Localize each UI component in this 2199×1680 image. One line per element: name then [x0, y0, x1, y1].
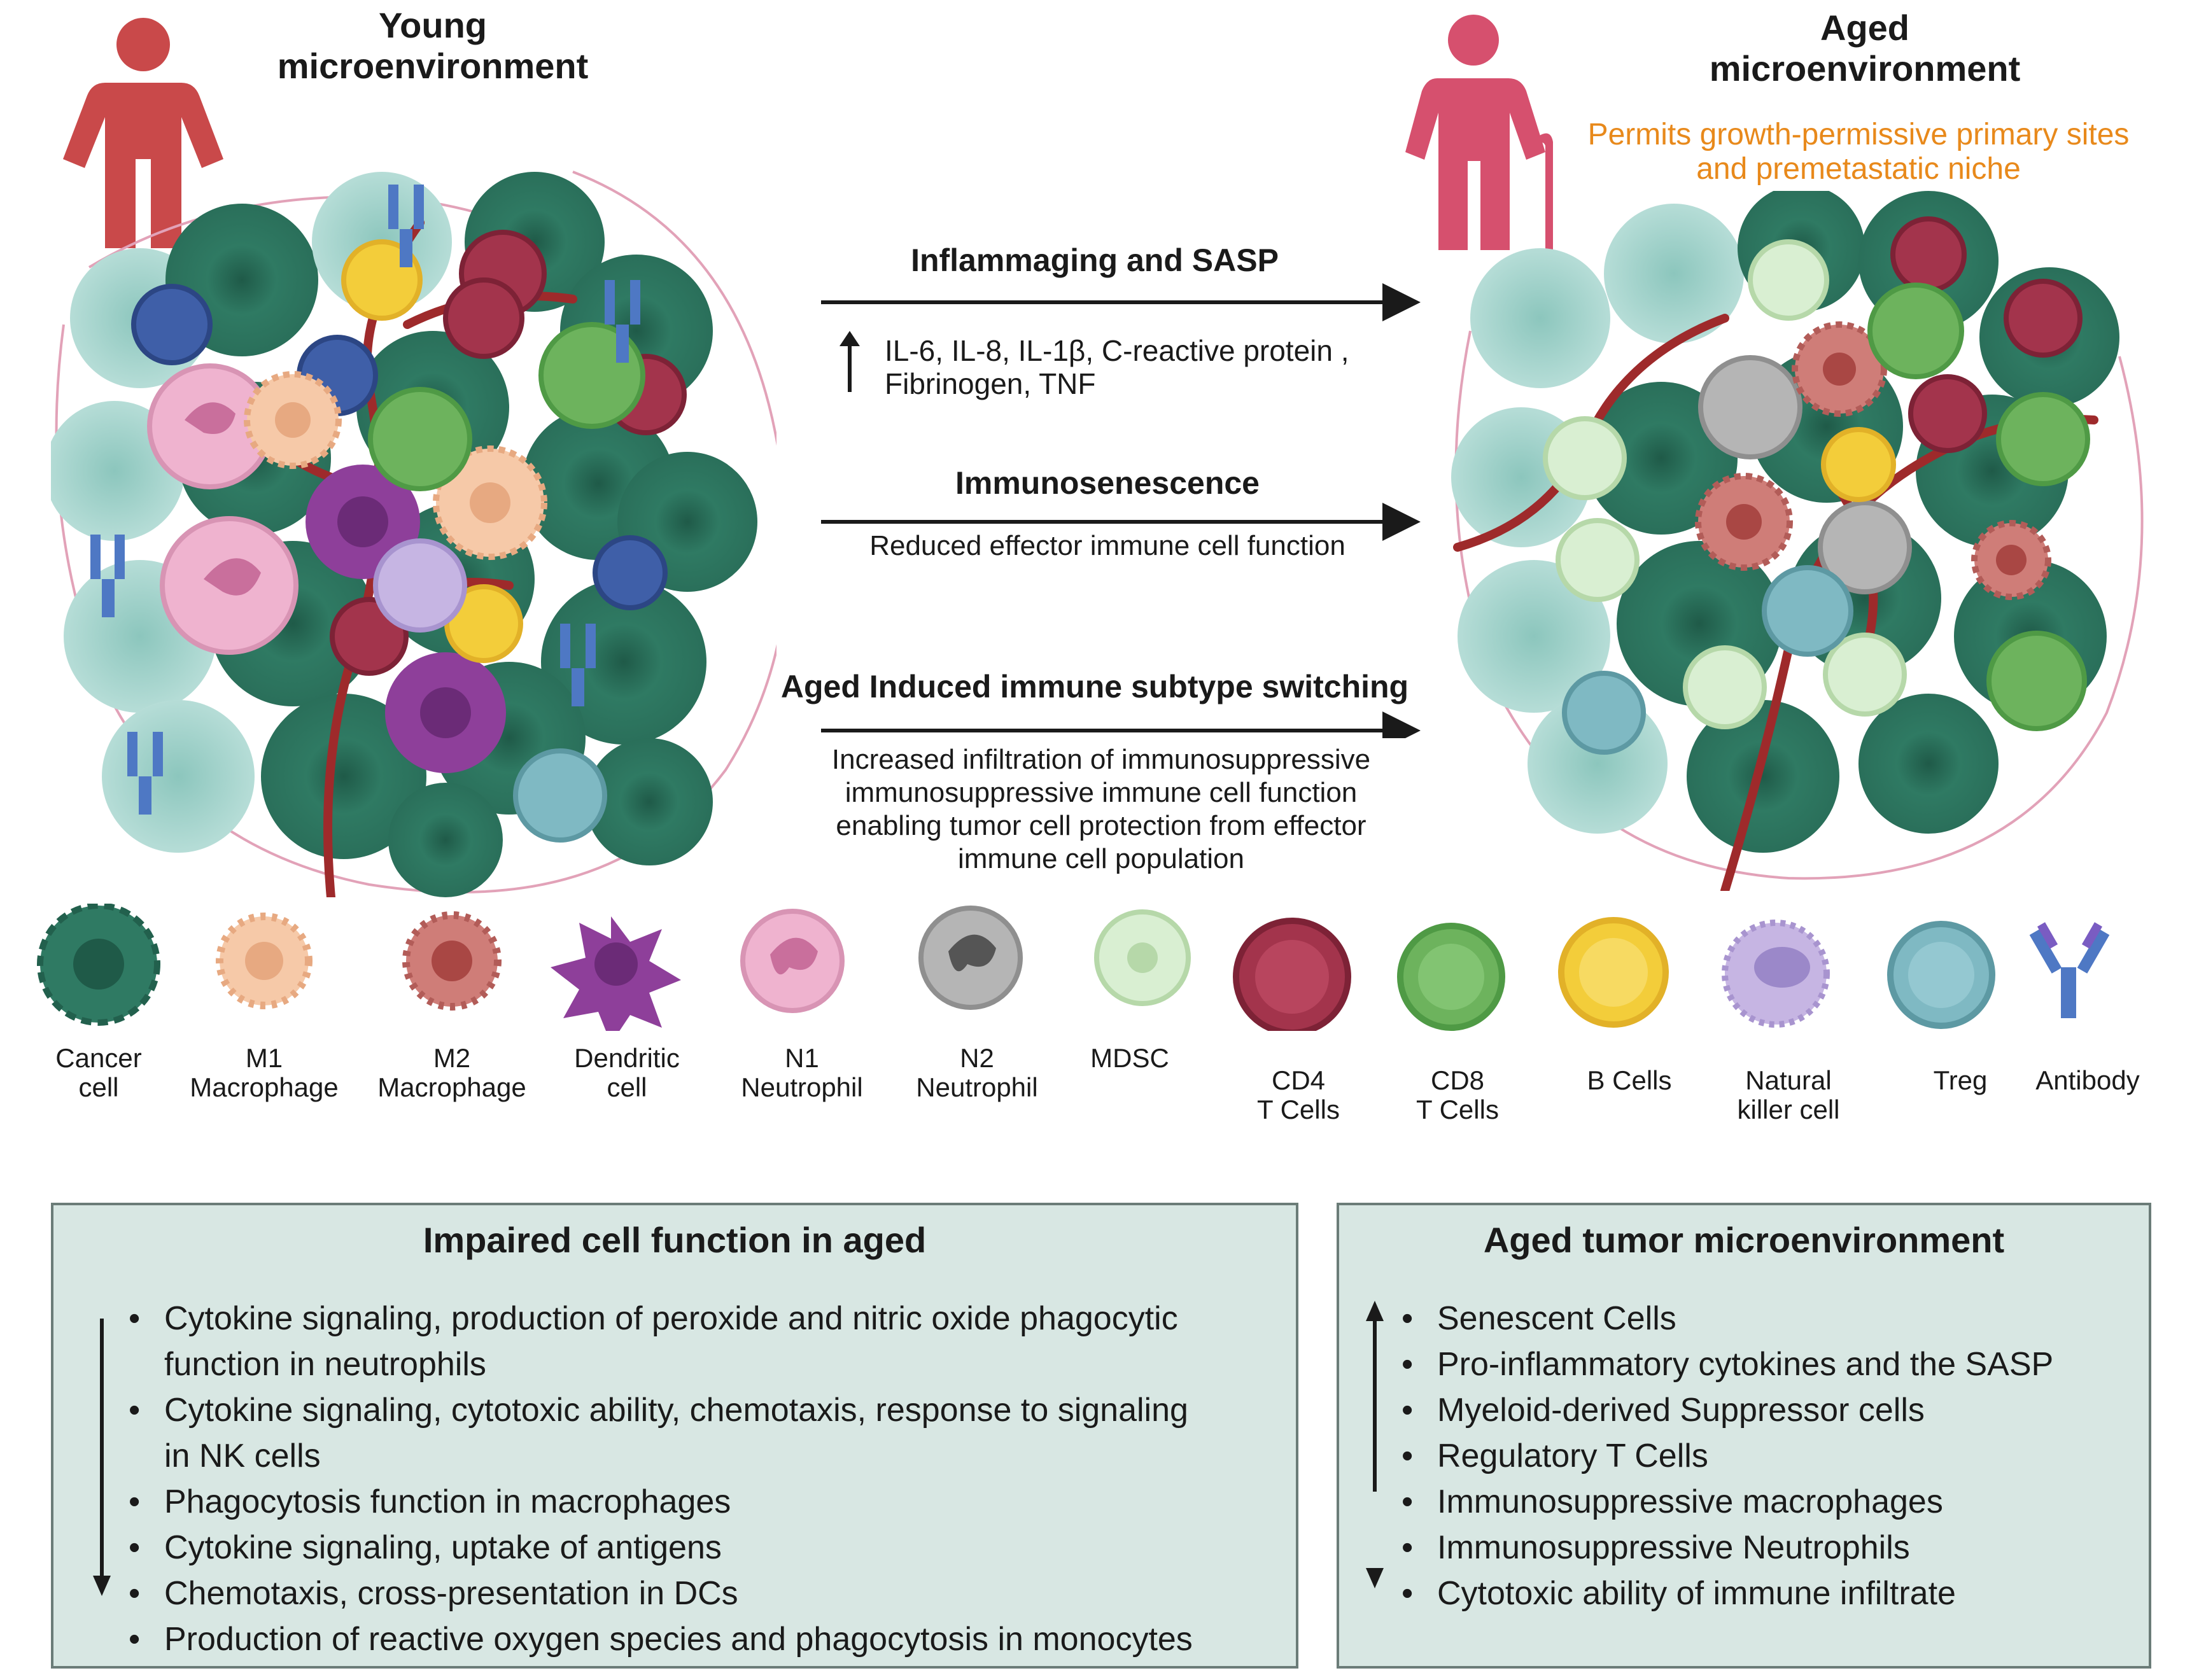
legend-cd8-line2: T Cells	[1416, 1095, 1499, 1124]
impaired-item: Chemotaxis, cross-presentation in DCs	[125, 1571, 1296, 1616]
legend-treg-line1: Treg	[1933, 1065, 1988, 1095]
cd8-t-cell-icon	[1397, 923, 1505, 1031]
antibody-icon	[2029, 922, 2110, 1018]
legend-n1-line2: Neutrophil	[741, 1072, 863, 1102]
legend-m2-line2: Macrophage	[377, 1072, 526, 1102]
mdsc-icon	[1094, 909, 1191, 1006]
legend-n2-line1: N2	[960, 1043, 994, 1073]
natural-killer-cell-icon	[1722, 920, 1830, 1028]
legend-icons	[37, 904, 2110, 1031]
legend-nk-line2: killer cell	[1737, 1095, 1840, 1124]
legend-nk-line1: Natural	[1745, 1065, 1832, 1095]
legend-m1-line2: Macrophage	[190, 1072, 339, 1102]
b-cell-icon	[1558, 917, 1669, 1028]
legend-m2-line1: M2	[433, 1043, 471, 1073]
arrow2-label: Immunosenescence	[955, 465, 1260, 501]
aged-item: Pro-inflammatory cytokines and the SASP	[1398, 1341, 2149, 1387]
young-title-line1: Young	[378, 5, 488, 45]
legend-cd4-line2: T Cells	[1257, 1095, 1340, 1124]
arrow3-detail-line2: immunosuppressive immune cell function	[845, 777, 1358, 808]
m1-macrophage-icon	[216, 913, 313, 1009]
aged-tme-box: Aged tumor microenvironment Senescent Ce…	[1337, 1203, 2151, 1669]
aged-person-icon	[1405, 15, 1553, 254]
arrow3-detail-line3: enabling tumor cell protection from effe…	[836, 810, 1366, 841]
aged-item: Immunosuppressive Neutrophils	[1398, 1525, 2149, 1571]
impaired-box-list: Cytokine signaling, production of peroxi…	[125, 1296, 1296, 1662]
impaired-box-title: Impaired cell function in aged	[423, 1220, 927, 1260]
aged-item: Immunosuppressive macrophages	[1398, 1479, 2149, 1525]
treg-icon	[1887, 921, 1995, 1029]
legend-dendritic-line1: Dendritic	[574, 1043, 680, 1073]
legend-cd4-line1: CD4	[1271, 1065, 1326, 1095]
arrow1-detail-line1: IL-6, IL-8, IL-1β, C-reactive protein ,	[885, 334, 1349, 367]
legend-dendritic-line2: cell	[607, 1072, 647, 1102]
dendritic-cell-icon	[551, 916, 681, 1031]
cancer-cell-icon	[37, 904, 160, 1026]
young-person-icon	[63, 18, 223, 248]
impaired-item: Cytokine signaling, uptake of antigens	[125, 1525, 1296, 1571]
impaired-item-cont: in NK cells	[164, 1438, 321, 1474]
arrow3-detail-line1: Increased infiltration of immunosuppress…	[831, 744, 1371, 775]
aged-title-line2: microenvironment	[1709, 48, 2021, 88]
up-arrow-icon	[840, 331, 860, 392]
n1-neutrophil-icon	[740, 909, 845, 1013]
down-arrow-icon	[93, 1319, 111, 1596]
aged-tumor-illustration	[1451, 191, 2144, 891]
aged-box-list: Senescent Cells Pro-inflammatory cytokin…	[1398, 1296, 2149, 1616]
impaired-item-cont: function in neutrophils	[164, 1346, 486, 1383]
legend-n1-line1: N1	[785, 1043, 819, 1073]
legend-cancer-line2: cell	[78, 1072, 119, 1102]
impaired-item: Phagocytosis function in macrophages	[125, 1479, 1296, 1525]
aged-item: Regulatory T Cells	[1398, 1433, 2149, 1479]
aged-note-line2: and premetastatic niche	[1696, 152, 2021, 186]
legend-mdsc-line1: MDSC	[1090, 1043, 1169, 1073]
legend-cd8-line1: CD8	[1430, 1065, 1485, 1095]
young-tumor-illustration	[51, 171, 776, 897]
arrow3-detail-line4: immune cell population	[957, 843, 1245, 874]
legend-bcells-line1: B Cells	[1587, 1065, 1672, 1095]
middle-arrows	[821, 283, 1421, 738]
arrow1-label: Inflammaging and SASP	[911, 242, 1279, 278]
young-title-line2: microenvironment	[277, 46, 589, 86]
impaired-item: Cytokine signaling, cytotoxic ability, c…	[125, 1387, 1296, 1433]
impaired-item: Cytokine signaling, production of peroxi…	[125, 1296, 1296, 1341]
legend-antibody-line1: Antibody	[2035, 1065, 2140, 1095]
impaired-item: Production of reactive oxygen species an…	[125, 1616, 1296, 1662]
aged-title-line1: Aged	[1820, 8, 1909, 48]
legend-m1-line1: M1	[245, 1043, 283, 1073]
aged-item: Cytotoxic ability of immune infiltrate	[1398, 1571, 2149, 1616]
legend-cancer-line1: Cancer	[55, 1043, 142, 1073]
aged-box-title: Aged tumor microenvironment	[1483, 1220, 2005, 1260]
up-down-arrow-icon	[1366, 1301, 1384, 1588]
m2-macrophage-icon	[402, 911, 502, 1011]
arrow3-label: Aged Induced immune subtype switching	[780, 669, 1409, 704]
impaired-function-box: Impaired cell function in aged Cytokine …	[51, 1203, 1298, 1669]
arrow1-detail-line2: Fibrinogen, TNF	[885, 367, 1096, 400]
n2-neutrophil-icon	[918, 906, 1023, 1010]
aged-note-line1: Permits growth-permissive primary sites	[1587, 118, 2130, 151]
aged-item: Senescent Cells	[1398, 1296, 2149, 1341]
cd4-t-cell-icon	[1233, 918, 1351, 1031]
legend-n2-line2: Neutrophil	[916, 1072, 1038, 1102]
arrow2-detail: Reduced effector immune cell function	[869, 530, 1345, 561]
aged-item: Myeloid-derived Suppressor cells	[1398, 1387, 2149, 1433]
